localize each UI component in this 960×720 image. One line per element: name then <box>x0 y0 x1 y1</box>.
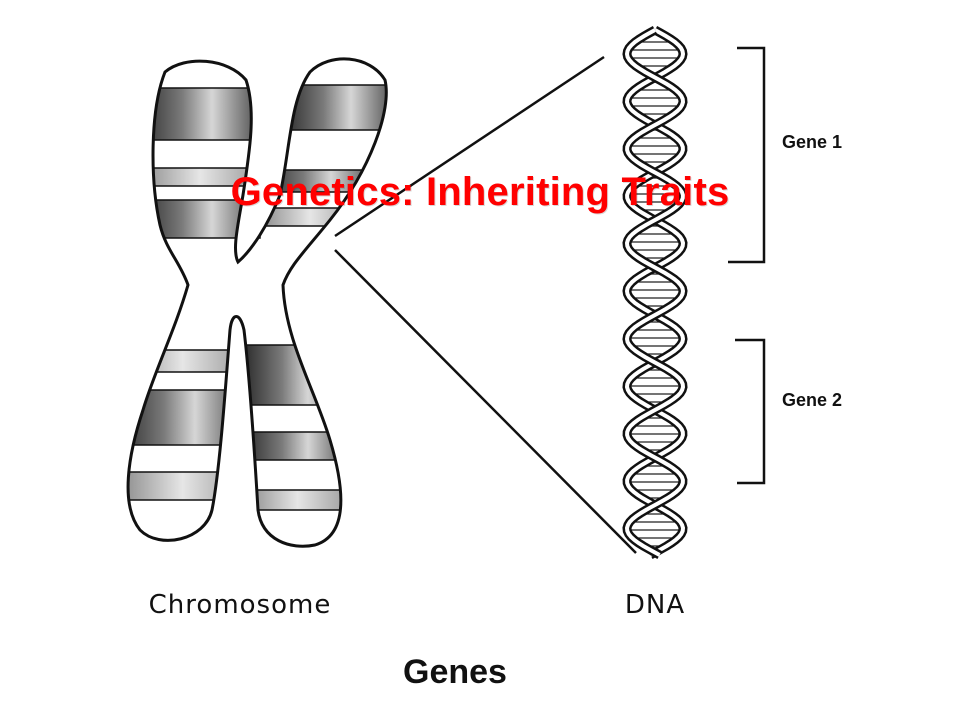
chromosome <box>126 57 388 548</box>
chromosome-band <box>128 389 246 446</box>
zoom-line-lower <box>334 249 637 554</box>
zoom-line-upper <box>334 55 605 238</box>
chromosome-outline <box>126 57 388 548</box>
chromosome-band <box>284 84 387 131</box>
dna-label: DNA <box>625 590 685 620</box>
chromosome-bands <box>128 84 387 511</box>
chromosome-band <box>244 489 351 511</box>
genes-caption: Genes <box>403 653 507 691</box>
dna-strand-a-highlight <box>624 28 686 557</box>
gene-2-label: Gene 2 <box>782 390 842 410</box>
slide-title: Genetics: Inheriting Traits <box>230 170 730 214</box>
gene-2-bracket <box>735 338 766 485</box>
dna-double-helix <box>622 26 688 559</box>
chromosome-band <box>128 471 246 501</box>
chromosome-band <box>139 87 261 141</box>
dna-strand-b-highlight <box>624 28 686 557</box>
gene-1-label: Gene 1 <box>782 132 842 152</box>
gene-1-bracket <box>728 46 766 264</box>
chromosome-label: Chromosome <box>149 590 332 620</box>
